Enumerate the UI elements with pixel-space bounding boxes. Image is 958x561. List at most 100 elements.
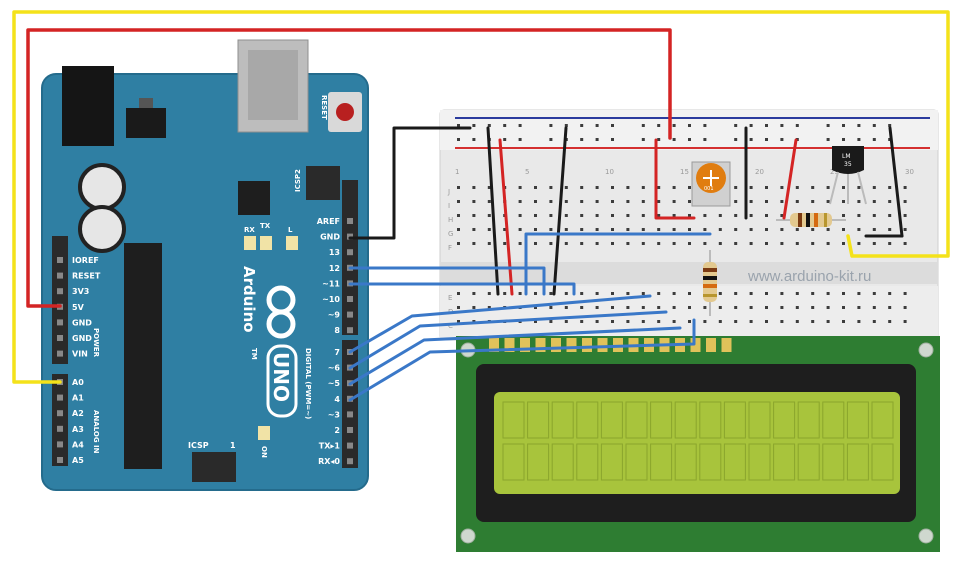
power-label-4: GND <box>72 318 92 327</box>
digital-top-label-5: ~10 <box>322 295 340 304</box>
row-letter-j: J <box>447 188 450 196</box>
lcd-pin-4[interactable] <box>535 338 546 352</box>
digital-label: DIGITAL (PWM=~) <box>304 348 312 419</box>
digital-bottom-label-4: ~3 <box>328 410 340 419</box>
breadboard: 1 5 10 15 20 25 30 J I H G F E D C www.a… <box>439 109 939 341</box>
wire-red-bb-2[interactable] <box>782 138 798 220</box>
watermark: www.arduino-kit.ru <box>747 268 871 285</box>
analog-pin-5[interactable] <box>57 457 63 463</box>
lcd-pin-7[interactable] <box>582 338 592 352</box>
digital-bottom-pin-5[interactable] <box>347 427 353 433</box>
lcd-pin-2[interactable] <box>504 338 515 352</box>
digital-top-label-1: GND <box>320 233 340 242</box>
power-pin-5[interactable] <box>57 335 63 341</box>
digital-bottom-label-3: 4 <box>334 395 340 404</box>
digital-bottom-pin-7[interactable] <box>347 458 353 465</box>
trademark: TM <box>250 348 258 360</box>
lcd-pin-3[interactable] <box>520 338 530 352</box>
lcd-module <box>456 336 940 552</box>
wire-yellow-a0[interactable] <box>12 10 950 384</box>
digital-top-pin-7[interactable] <box>347 327 353 334</box>
digital-bottom-label-6: TX▸1 <box>319 442 341 451</box>
digital-top-pin-2[interactable] <box>347 249 353 256</box>
sensor-label-1: LM <box>842 153 851 160</box>
lcd-pin-8[interactable] <box>597 338 608 352</box>
on-label: ON <box>260 446 268 458</box>
usb-chip <box>238 181 270 215</box>
arduino-board: RESET ICSP2 ICSP 1 RX TX L ON Arduino TM… <box>41 39 369 491</box>
wire-black-bb-1[interactable] <box>486 126 500 296</box>
analog-pin-4[interactable] <box>57 441 63 448</box>
icsp-label: ICSP <box>188 441 209 450</box>
analog-label-2: A2 <box>72 409 84 418</box>
wire-blue-7[interactable] <box>348 294 652 354</box>
wire-blue-6[interactable] <box>348 310 668 370</box>
power-jack <box>62 66 114 146</box>
breadboard-holes <box>457 124 907 323</box>
wire-red-pot[interactable] <box>654 138 696 220</box>
lcd-character-cells <box>502 401 894 481</box>
wire-black-gnd[interactable] <box>348 126 472 240</box>
lcd-pin-5[interactable] <box>551 338 561 352</box>
wire-red-5v[interactable] <box>26 28 672 308</box>
row-letter-c: C <box>448 322 453 330</box>
wire-blue-11[interactable] <box>348 282 576 296</box>
rx-label: RX <box>244 226 255 234</box>
icsp2-label: ICSP2 <box>294 169 302 192</box>
wire-blue-5[interactable] <box>348 326 682 386</box>
analog-label-1: A1 <box>72 394 84 403</box>
potentiometer-label: 001 <box>704 186 714 192</box>
power-pin-4[interactable] <box>57 319 63 326</box>
analog-header <box>52 374 68 466</box>
analog-pin-3[interactable] <box>57 425 63 432</box>
analog-label-5: A5 <box>72 456 84 465</box>
tx-label: TX <box>260 222 271 230</box>
icsp-header <box>192 452 236 482</box>
capacitor-1 <box>78 163 126 211</box>
resistor-horizontal <box>776 213 846 227</box>
wire-blue-pot[interactable] <box>524 232 712 296</box>
digital-header-bottom <box>342 340 358 468</box>
digital-top-label-3: 12 <box>329 264 340 273</box>
lcd-pin-1[interactable] <box>489 338 499 352</box>
digital-top-pin-6[interactable] <box>347 311 353 318</box>
row-letter-h: H <box>448 216 453 224</box>
power-pin-6[interactable] <box>57 350 63 357</box>
lcd-pin-16[interactable] <box>721 338 732 352</box>
digital-bottom-label-1: ~6 <box>328 364 341 373</box>
icsp2-header <box>306 166 340 200</box>
wire-blue-4[interactable] <box>348 318 696 402</box>
col-number-5: 5 <box>525 168 529 176</box>
analog-pin-2[interactable] <box>57 410 63 417</box>
digital-bottom-label-0: 7 <box>334 348 340 357</box>
lm35-sensor: LM 35 <box>829 146 867 205</box>
sensor-label-2: 35 <box>844 161 852 168</box>
wire-black-bb-2[interactable] <box>552 126 568 296</box>
power-pin-1[interactable] <box>57 272 63 279</box>
voltage-regulator <box>126 108 166 138</box>
digital-bottom-pin-6[interactable] <box>347 442 353 449</box>
analog-pin-1[interactable] <box>57 394 63 401</box>
power-header <box>52 236 68 364</box>
lcd-pin-15[interactable] <box>706 338 716 352</box>
digital-top-label-0: AREF <box>317 217 340 226</box>
wire-black-bb-4[interactable] <box>888 126 904 238</box>
digital-bottom-pin-4[interactable] <box>347 411 353 418</box>
power-pin-0[interactable] <box>57 257 63 263</box>
reset-label: RESET <box>320 95 328 120</box>
lcd-pin-6[interactable] <box>566 338 577 352</box>
digital-bottom-label-7: RX◂0 <box>318 457 340 466</box>
digital-top-pin-5[interactable] <box>347 296 353 302</box>
icsp-number: 1 <box>230 441 236 450</box>
row-letter-f: F <box>448 244 452 252</box>
digital-bottom-label-2: ~5 <box>328 379 341 388</box>
power-label-6: VIN <box>72 350 88 359</box>
digital-top-pin-0[interactable] <box>347 218 353 224</box>
power-pin-2[interactable] <box>57 288 63 295</box>
digital-top-label-7: 8 <box>334 326 340 335</box>
power-label-2: 3V3 <box>72 287 89 296</box>
col-number-20: 20 <box>755 168 764 176</box>
lcd-pin-14[interactable] <box>690 338 701 352</box>
col-number-15: 15 <box>680 168 689 176</box>
